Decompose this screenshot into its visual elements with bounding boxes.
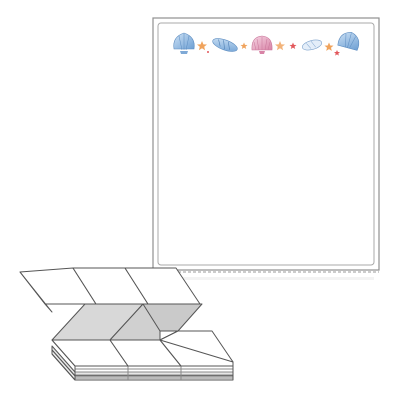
starfish-icon (334, 50, 340, 56)
starfish-icon (289, 42, 297, 49)
seashell-border (173, 32, 360, 56)
label-outline (157, 22, 375, 266)
stack-top-sheet (51, 330, 234, 367)
shell-icon (337, 32, 360, 51)
starfish-icon (324, 42, 334, 51)
top-label-3 (124, 267, 201, 305)
starfish-icon (197, 41, 207, 51)
scallop-icon (251, 35, 273, 54)
conch-icon (212, 38, 238, 52)
stack-pages (51, 339, 234, 381)
unfolded-top-sheet (19, 267, 201, 313)
starfish-icon (240, 42, 248, 49)
fanfold-label-stack (19, 267, 234, 381)
label-sheet (152, 17, 380, 350)
conch-icon (301, 39, 323, 51)
shell-icon (173, 32, 195, 54)
starfish-icon (275, 41, 285, 51)
fold-section (51, 303, 203, 341)
